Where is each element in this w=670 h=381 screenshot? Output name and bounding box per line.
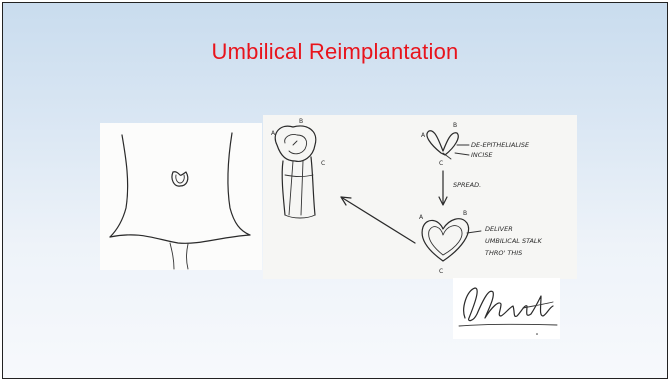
label-b-stalk: B — [299, 118, 303, 125]
label-c-flap: C — [439, 160, 443, 167]
label-b-heart: B — [463, 210, 467, 217]
note-de-epithelialise: DE-EPITHELIALISE — [471, 141, 530, 149]
abdomen-sketch-panel — [100, 123, 262, 270]
label-c-stalk: C — [321, 160, 325, 167]
back-arrow-icon — [341, 197, 415, 243]
down-arrow-icon — [439, 171, 447, 205]
note-incise: INCISE — [471, 151, 493, 159]
flap-diagram: A B C DE-EPITHELIALISE INCISE — [421, 122, 530, 167]
slide-title: Umbilical Reimplantation — [3, 39, 667, 65]
label-a-flap: A — [421, 132, 426, 139]
signature-panel — [453, 278, 560, 339]
procedure-sketch-icon: A B C A B C DE-EPITHELIALISE INCISE — [263, 115, 577, 279]
label-a-heart: A — [419, 214, 424, 221]
procedure-sketch-panel: A B C A B C DE-EPITHELIALISE INCISE — [263, 115, 577, 279]
label-c-heart: C — [439, 268, 443, 275]
stalk-diagram: A B C — [271, 118, 325, 218]
label-b-flap: B — [453, 122, 457, 129]
heart-diagram: A B C — [419, 210, 481, 275]
note-spread: SPREAD. — [453, 181, 481, 189]
note-umbilical-stalk: UMBILICAL STALK — [485, 237, 543, 245]
abdomen-sketch-icon — [100, 123, 262, 270]
note-thro-this: THRO' THIS — [485, 249, 522, 257]
signature-icon — [453, 278, 560, 339]
note-deliver: DELIVER — [485, 225, 513, 233]
